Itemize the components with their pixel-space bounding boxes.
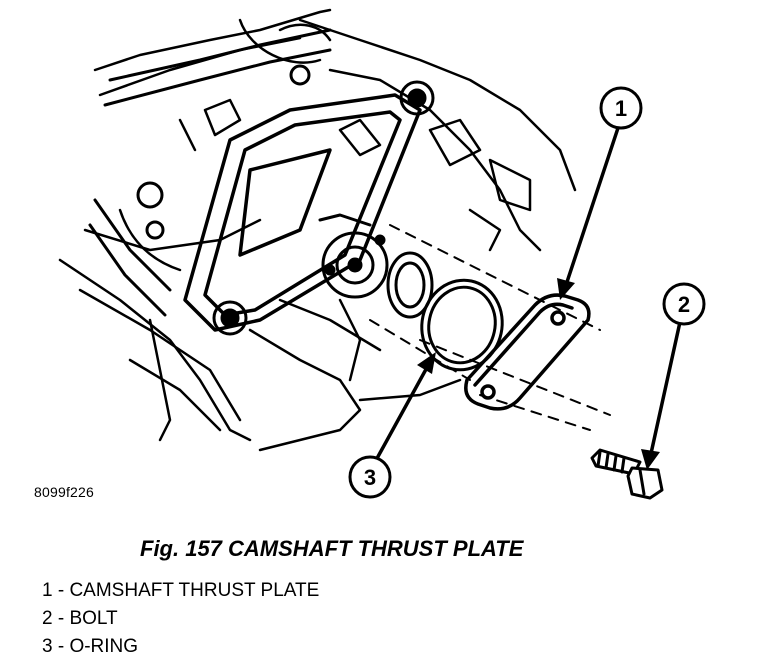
- parts-legend: 1 - CAMSHAFT THRUST PLATE 2 - BOLT 3 - O…: [42, 577, 319, 660]
- figure-caption: Fig. 157 CAMSHAFT THRUST PLATE: [140, 536, 524, 561]
- callout-circle-3: [348, 455, 392, 499]
- engine-illustration: 1 2 3: [58, 8, 706, 500]
- figure-code: 8099f226: [34, 484, 94, 500]
- callout-label-2: 2: [678, 292, 690, 317]
- arrowhead-2: [641, 449, 660, 470]
- legend-item: 1 - CAMSHAFT THRUST PLATE: [42, 580, 320, 601]
- callout-circles: [348, 86, 706, 499]
- callout-label-3: 3: [364, 465, 376, 490]
- engine-block: [58, 8, 577, 452]
- arrowhead-1: [557, 278, 575, 300]
- leader-line-2: [648, 320, 682, 460]
- leader-line-3: [373, 360, 432, 464]
- callout-circle-2: [662, 282, 706, 326]
- legend-item: 2 - BOLT: [42, 608, 118, 629]
- camshaft-bore: [318, 213, 434, 319]
- callout-label-1: 1: [615, 96, 627, 121]
- arrowheads: [417, 278, 660, 470]
- frame-bolts: [136, 64, 435, 336]
- legend-item: 3 - O-RING: [42, 636, 139, 657]
- callout-circle-1: [599, 86, 643, 130]
- arrowhead-3: [417, 352, 436, 374]
- valve-cover-rails: [88, 28, 332, 317]
- manifold-frame: [183, 93, 422, 332]
- thrust-plate-bolt: [590, 448, 664, 500]
- o-ring: [420, 278, 504, 372]
- leader-arrows: [373, 126, 682, 464]
- upper-details: [178, 18, 532, 252]
- leader-line-1: [563, 126, 620, 290]
- camshaft-thrust-plate: [464, 293, 591, 411]
